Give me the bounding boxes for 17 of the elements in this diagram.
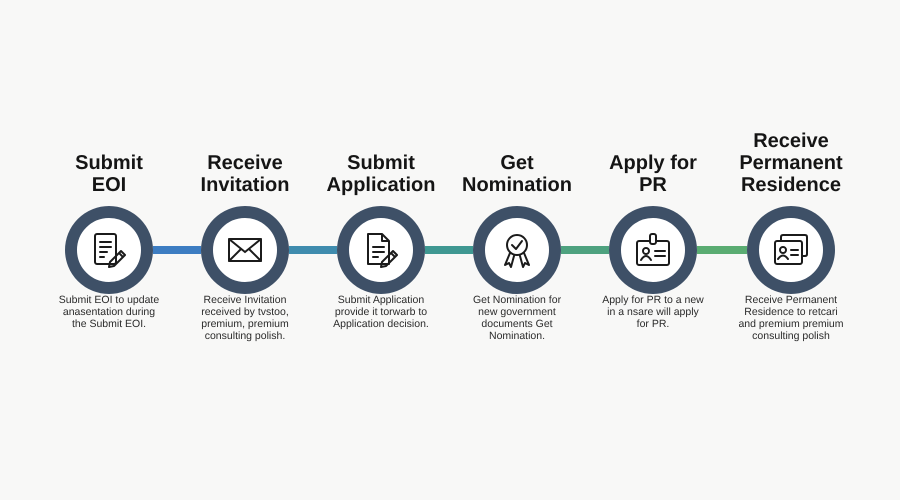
step-title: Apply for PR <box>608 152 698 196</box>
connector-line <box>697 246 747 254</box>
step-description: Receive Invitation received by tvstoo, premium, premium consulting polish. <box>200 294 290 342</box>
step-title: Submit Application <box>326 152 436 196</box>
step-description: Apply for PR to a new in a nsare will apply for PR. <box>602 294 704 330</box>
connector-line <box>153 246 201 254</box>
step-title: Get Nomination <box>461 152 573 196</box>
step-title: Receive Invitation <box>200 152 290 196</box>
step-description: Get Nomination for new government documents Get Nomination. <box>472 294 562 342</box>
connector-line <box>289 246 337 254</box>
step-description: Receive Permanent Residence to retcari and premium premium consulting polish <box>737 294 845 342</box>
step-title: Receive Permanent Residence <box>738 130 844 196</box>
step-title: Submit EOI <box>74 152 144 196</box>
connector-line <box>561 246 609 254</box>
step-description: Submit Application provide it torwarb to Application decision. <box>332 294 430 330</box>
connector-line <box>425 246 473 254</box>
step-description: Submit EOI to update anasentation during the Submit EOI. <box>58 294 160 330</box>
